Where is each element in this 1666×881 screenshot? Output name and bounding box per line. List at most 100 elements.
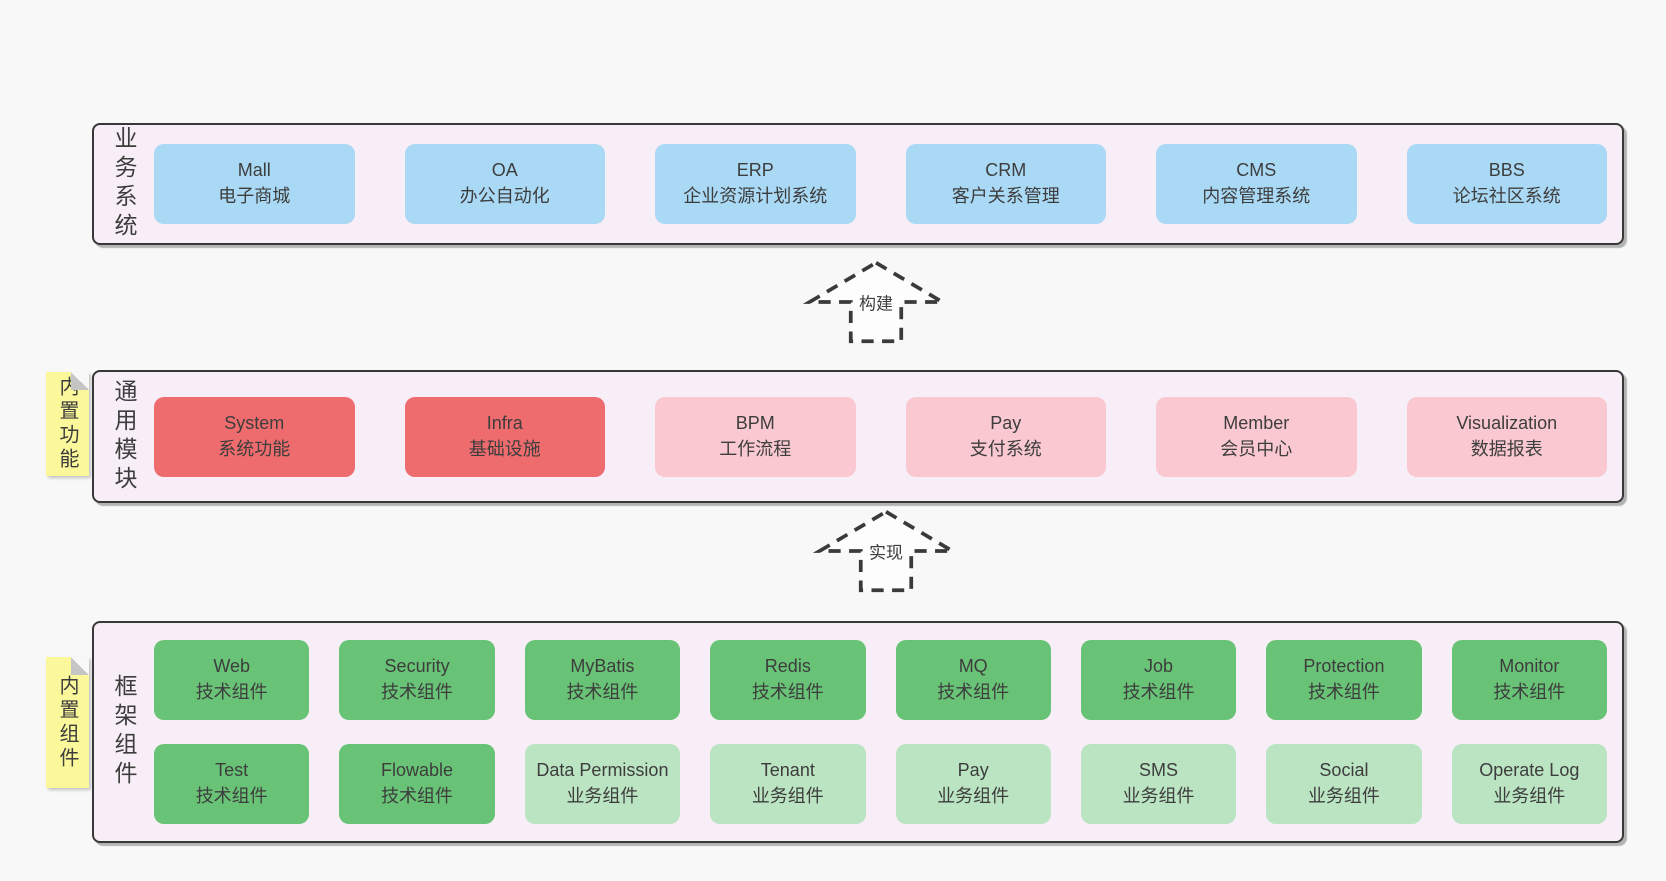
node-bpm: BPM 工作流程 [655, 396, 856, 477]
node-subtitle: 企业资源计划系统 [683, 186, 828, 206]
node-web: Web 技术组件 [154, 640, 310, 720]
node-subtitle: 技术组件 [1122, 682, 1195, 702]
node-subtitle: 技术组件 [937, 682, 1010, 702]
node-pay: Pay 支付系统 [905, 396, 1106, 477]
band-content-business-systems: Mall 电子商城 OA 办公自动化 ERP 企业资源计划系统 CRM 客户关系管理 CMS 内容… [154, 125, 1607, 243]
node-oa: OA 办公自动化 [404, 144, 605, 224]
node-monitor: Monitor 技术组件 [1451, 640, 1607, 720]
band-label-common-modules: 通用模块 [111, 378, 137, 495]
node-title: CMS [1236, 160, 1277, 181]
node-title: Visualization [1456, 412, 1558, 433]
node-title: MyBatis [570, 656, 635, 677]
node-subtitle: 技术组件 [751, 682, 824, 702]
node-crm: CRM 客户关系管理 [905, 144, 1106, 224]
node-title: MQ [958, 656, 988, 677]
node-subtitle: 业务组件 [937, 786, 1010, 806]
node-subtitle: 电子商城 [218, 186, 291, 206]
node-title: Monitor [1499, 656, 1560, 677]
node-title: Test [215, 760, 249, 781]
node-operate-log: Operate Log 业务组件 [1451, 744, 1607, 824]
node-title: Protection [1303, 656, 1385, 677]
node-title: Mall [237, 160, 271, 181]
node-title: Security [384, 656, 450, 677]
node-subtitle: 客户关系管理 [951, 186, 1060, 206]
node-job: Job 技术组件 [1080, 640, 1237, 720]
node-bbs: BBS 论坛社区系统 [1406, 144, 1607, 224]
folded-corner-icon [71, 372, 89, 390]
node-subtitle: 业务组件 [566, 786, 639, 806]
node-sms: SMS 业务组件 [1080, 744, 1237, 824]
node-erp: ERP 企业资源计划系统 [655, 144, 856, 224]
node-mall: Mall 电子商城 [154, 144, 355, 224]
node-subtitle: 内容管理系统 [1202, 186, 1311, 206]
node-title: Social [1319, 760, 1369, 781]
node-title: Web [213, 656, 251, 677]
node-subtitle: 业务组件 [1307, 786, 1380, 806]
node-title: SMS [1139, 760, 1179, 781]
node-title: Operate Log [1479, 760, 1580, 781]
node-subtitle: 基础设施 [468, 438, 541, 459]
node-title: Job [1144, 656, 1174, 677]
node-title: OA [491, 160, 518, 181]
node-subtitle: 会员中心 [1220, 438, 1293, 459]
node-title: Pay [957, 760, 989, 781]
node-subtitle: 技术组件 [566, 682, 639, 702]
node-subtitle: 数据报表 [1470, 438, 1543, 459]
sticky-note-builtin-features: 内置功能 [46, 372, 89, 476]
node-mq: MQ 技术组件 [895, 640, 1051, 720]
node-title: BBS [1488, 160, 1525, 181]
node-title: System [224, 412, 285, 433]
arrow-build-label: 构建 [857, 288, 895, 316]
node-system: System 系统功能 [154, 396, 355, 477]
node-subtitle: 技术组件 [195, 786, 268, 806]
node-subtitle: 业务组件 [1493, 786, 1566, 806]
node-social: Social 业务组件 [1266, 744, 1422, 824]
node-flowable: Flowable 技术组件 [339, 744, 495, 824]
node-subtitle: 论坛社区系统 [1452, 186, 1561, 206]
node-cms: CMS 内容管理系统 [1156, 144, 1357, 224]
sticky-note-text: 内置组件 [56, 674, 78, 771]
node-subtitle: 技术组件 [195, 682, 268, 702]
node-subtitle: 业务组件 [1122, 786, 1195, 806]
node-title: Data Permission [536, 760, 669, 781]
node-subtitle: 技术组件 [1493, 682, 1566, 702]
node-protection: Protection 技术组件 [1266, 640, 1422, 720]
node-data-permission: Data Permission 业务组件 [524, 744, 681, 824]
node-test: Test 技术组件 [154, 744, 310, 824]
box-row: Mall 电子商城 OA 办公自动化 ERP 企业资源计划系统 CRM 客户关系管理 CMS 内容… [154, 144, 1607, 224]
sticky-note-text: 内置功能 [56, 376, 78, 472]
node-title: BPM [735, 412, 775, 433]
node-title: Pay [990, 412, 1022, 433]
node-subtitle: 系统功能 [218, 438, 291, 459]
node-title: CRM [985, 160, 1027, 181]
node-pay: Pay 业务组件 [895, 744, 1051, 824]
node-security: Security 技术组件 [339, 640, 495, 720]
node-subtitle: 支付系统 [969, 438, 1042, 459]
arrow-implement-label: 实现 [867, 537, 905, 565]
node-subtitle: 办公自动化 [459, 186, 550, 206]
arrow-implement: 实现 [811, 508, 961, 594]
folded-corner-icon [71, 657, 89, 675]
node-title: Member [1223, 412, 1290, 433]
node-title: Flowable [381, 760, 454, 781]
node-subtitle: 技术组件 [381, 682, 454, 702]
node-visualization: Visualization 数据报表 [1406, 396, 1607, 477]
node-subtitle: 工作流程 [719, 438, 792, 459]
node-subtitle: 技术组件 [381, 786, 454, 806]
node-subtitle: 技术组件 [1307, 682, 1380, 702]
node-subtitle: 业务组件 [751, 786, 824, 806]
node-title: ERP [736, 160, 774, 181]
band-label-framework-components: 框架组件 [111, 674, 137, 790]
